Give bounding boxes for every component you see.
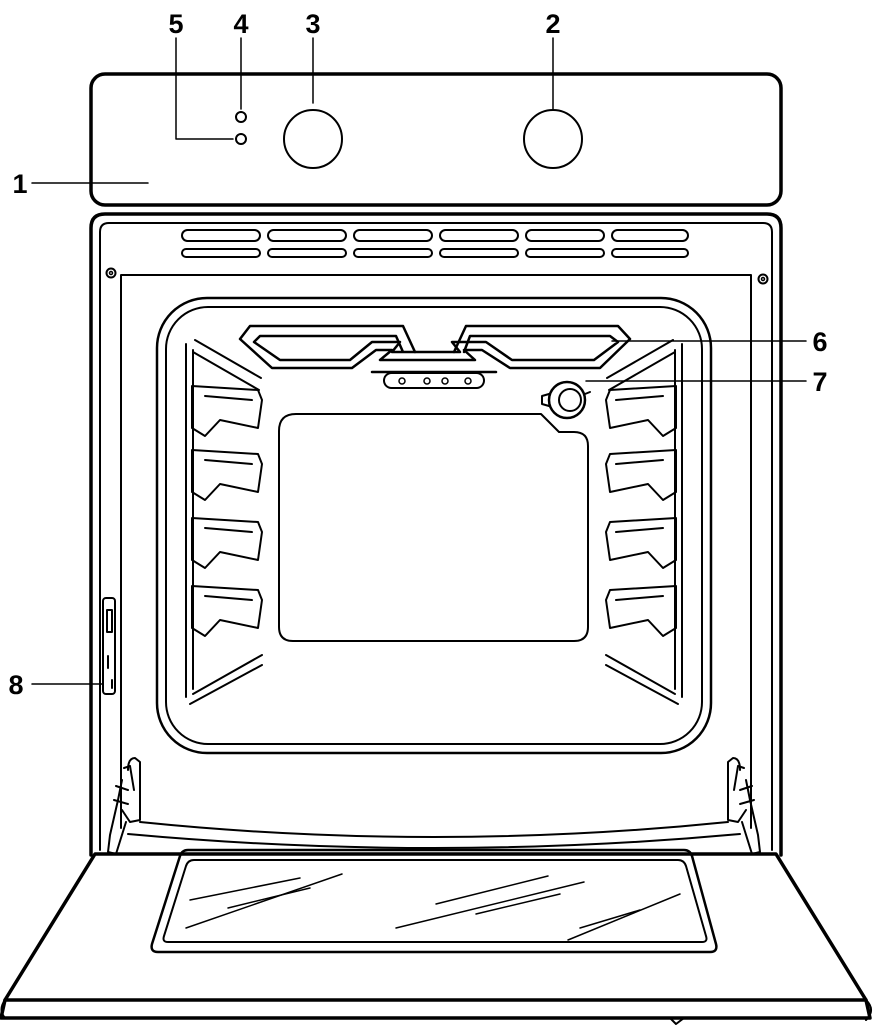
callout-1: 1 [12,169,27,199]
door-glass [150,848,718,954]
oven-cavity [155,296,713,755]
callout-7: 7 [812,367,827,397]
screw-right [757,273,769,285]
left-control-knob [283,109,343,169]
callout-4: 4 [233,9,248,39]
callout-3: 3 [305,9,320,39]
back-panel [278,413,589,642]
callout-leaders [31,37,807,685]
oven-lamp [541,380,591,420]
callout-5: 5 [168,9,183,39]
oven-body [89,212,783,857]
door-switch [102,597,116,695]
right-control-knob [523,109,583,169]
indicator-light-lower [235,133,247,145]
right-shelf-supports [605,339,683,705]
leader-5 [175,37,234,140]
oven-door [0,821,872,1025]
callout-2: 2 [545,9,560,39]
callout-8: 8 [8,670,23,700]
ventilation-slots [181,229,689,258]
screw-left [105,267,117,279]
door-hinge-left [107,757,141,855]
grill-heating-element [238,324,632,389]
door-hinge-right [727,757,761,855]
element-mounting-bracket [383,372,485,389]
indicator-light-upper [235,111,247,123]
callout-labels: 1 2 3 4 5 6 7 8 [8,9,827,700]
left-shelf-supports [185,339,263,705]
callout-6: 6 [812,327,827,357]
